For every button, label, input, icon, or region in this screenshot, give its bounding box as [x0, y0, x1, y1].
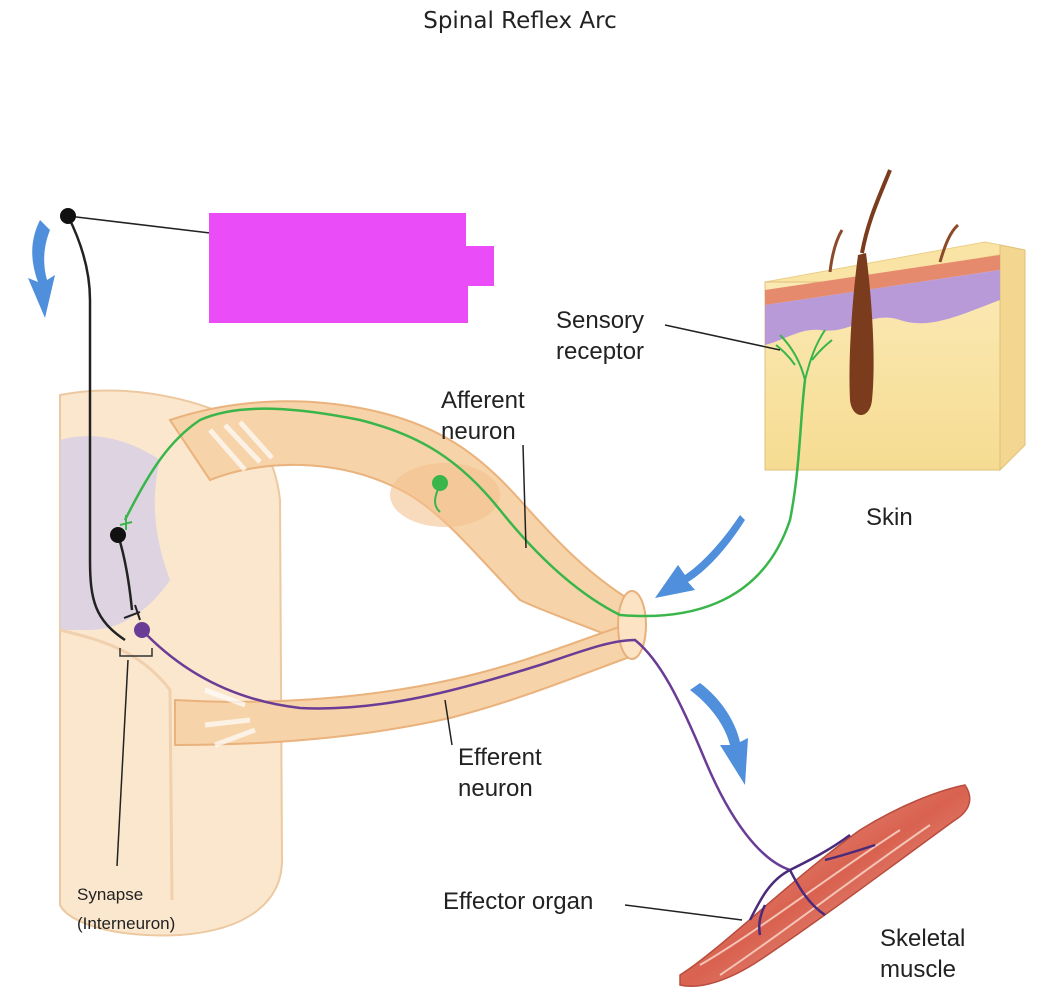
label-efferent-neuron: Efferent neuron	[458, 744, 542, 802]
synapse-bracket	[119, 648, 153, 657]
arrow-motor-icon	[690, 683, 748, 785]
label-afferent-neuron: Afferent neuron	[441, 387, 525, 445]
spinal-nerve	[617, 590, 647, 660]
arrow-down-left-icon	[28, 220, 55, 318]
leader-lines	[116, 324, 781, 921]
label-synapse: Synapse (Interneuron)	[77, 885, 176, 933]
efferent-path	[134, 622, 876, 936]
redaction-box-top	[209, 213, 466, 255]
spinal-cord	[59, 389, 284, 937]
skin-block	[764, 169, 1026, 472]
label-sensory-receptor: Sensory receptor	[556, 307, 645, 365]
label-effector-organ: Effector organ	[443, 888, 594, 915]
afferent-path	[119, 329, 833, 618]
flow-arrows	[28, 220, 748, 785]
arrow-sensory-icon	[655, 515, 745, 598]
label-skeletal-muscle: Skeletal muscle	[880, 925, 966, 983]
descending-neuron	[60, 208, 211, 642]
diagram-title: Spinal Reflex Arc	[423, 8, 617, 34]
label-skin: Skin	[866, 504, 913, 531]
redaction-box-tab	[464, 246, 494, 286]
redaction-box-bottom	[209, 253, 468, 323]
